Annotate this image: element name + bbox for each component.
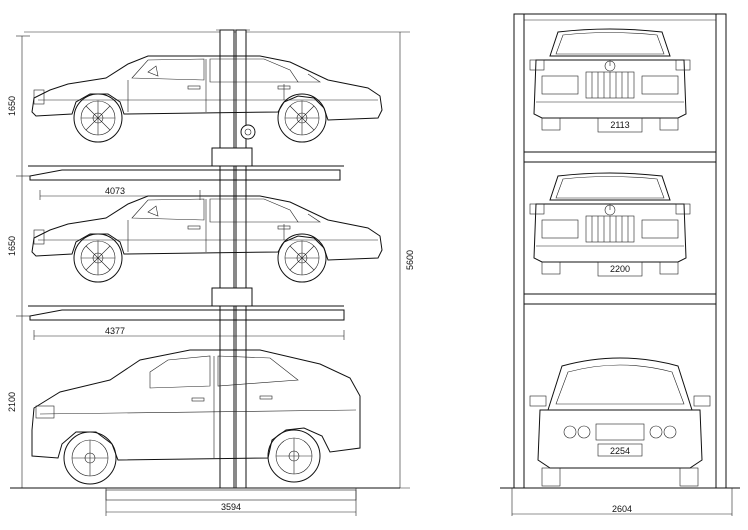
level-1-height-label: 1650 xyxy=(7,96,17,116)
level-2-height-label: 1650 xyxy=(7,236,17,256)
front-car-1-plate: 2113 xyxy=(610,120,629,130)
total-height-label: 5600 xyxy=(405,250,415,270)
base-width-label: 3594 xyxy=(221,502,241,512)
front-car-3-plate: 2254 xyxy=(610,446,630,456)
front-width-label: 2604 xyxy=(612,504,632,514)
side-view xyxy=(10,29,410,516)
front-car-2-plate: 2200 xyxy=(610,264,630,274)
front-view xyxy=(500,13,740,516)
platform-1-length-label: 4073 xyxy=(105,186,125,196)
platform-2-length-label: 4377 xyxy=(105,326,125,336)
level-3-height-label: 2100 xyxy=(7,392,17,412)
